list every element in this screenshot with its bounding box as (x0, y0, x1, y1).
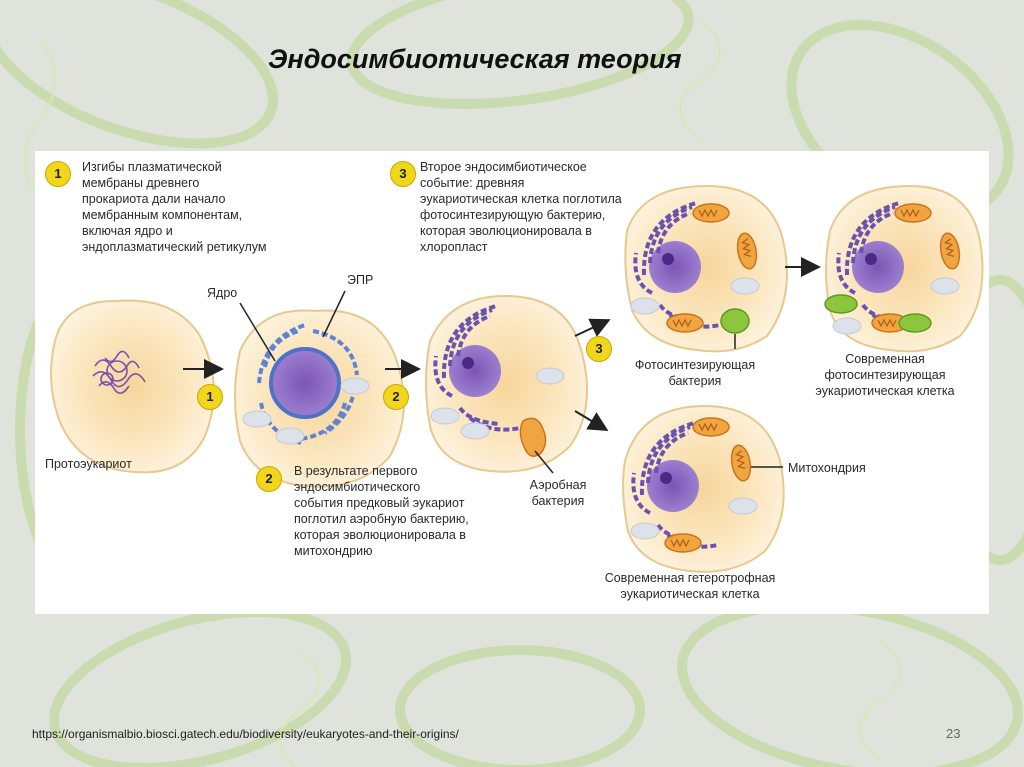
cell-with-nucleus (235, 291, 404, 487)
step-2-text: В результате первого эндосимбиотического… (294, 463, 524, 559)
label-mitochondrion: Митохондрия (788, 460, 866, 476)
step-2-badge: 2 (256, 466, 282, 492)
label-er: ЭПР (347, 272, 373, 288)
page-number: 23 (946, 726, 960, 741)
label-photosynthetic-bacterium: Фотосинтезирующая бактерия (615, 357, 775, 389)
step-2-arrow-badge: 2 (383, 384, 409, 410)
label-protoeukaryote: Протоэукариот (45, 456, 132, 472)
label-nucleus: Ядро (207, 285, 237, 301)
modern-heterotrophic-cell (623, 406, 784, 572)
modern-photosynthetic-cell (825, 186, 983, 351)
step-1-arrow-badge: 1 (197, 384, 223, 410)
label-aerobic-bacterium: Аэробная бактерия (513, 477, 603, 509)
source-url[interactable]: https://organismalbio.biosci.gatech.edu/… (32, 727, 459, 741)
step-3-text: Второе эндосимбиотическое событие: древн… (420, 159, 670, 255)
step-1-badge: 1 (45, 161, 71, 187)
step-1-text: Изгибы плазматической мембраны древнего … (82, 159, 362, 255)
endosymbiosis-diagram-panel: 1 1 2 2 3 3 Изгибы плазматической мембра… (35, 151, 989, 614)
step-3-badge: 3 (390, 161, 416, 187)
slide-title: Эндосимбиотическая теория (268, 44, 682, 75)
label-modern-photosynthetic-cell: Современная фотосинтезирующая эукариотич… (800, 351, 970, 399)
label-modern-heterotrophic-cell: Современная гетеротрофная эукариотическа… (580, 570, 800, 602)
early-eukaryote-cell (426, 296, 587, 473)
protoeukaryote-cell (51, 300, 214, 472)
step-3-arrow-badge: 3 (586, 336, 612, 362)
